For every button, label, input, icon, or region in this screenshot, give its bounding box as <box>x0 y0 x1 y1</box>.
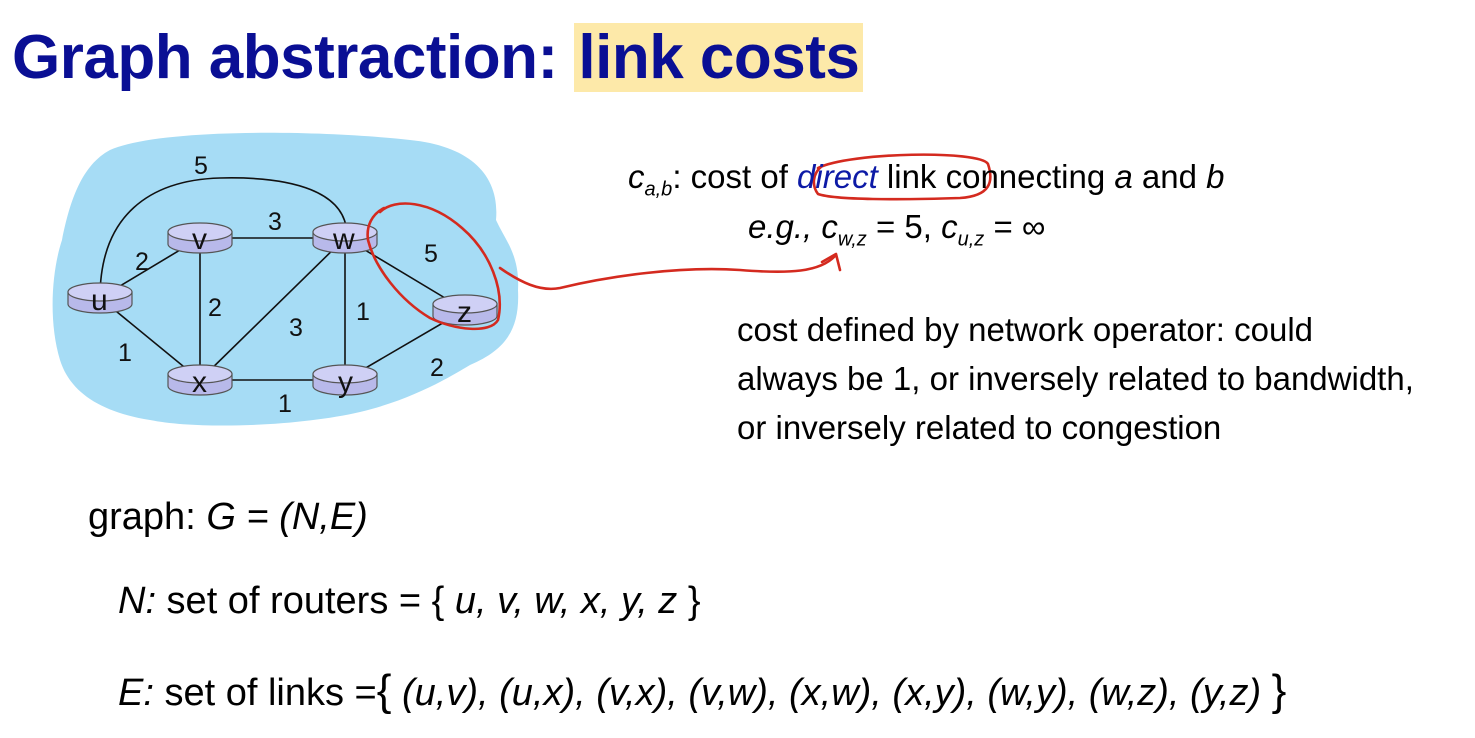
cost-w-z: 5 <box>424 240 438 268</box>
ink-circle-direct <box>812 153 992 201</box>
links-set: (u,v), (u,x), (v,x), (v,w), (x,w), (x,y)… <box>391 672 1272 714</box>
graph-formula: G = (N,E) <box>206 496 368 538</box>
router-node-z: z <box>432 294 498 329</box>
graph-prefix: graph: <box>88 496 207 538</box>
links-brace-open: { <box>376 666 392 715</box>
routers-set-definition: N: set of routers = { u, v, w, x, y, z } <box>118 580 701 623</box>
cost-example: e.g., cw,z = 5, cu,z = ∞ <box>748 208 1045 252</box>
link-cost-definition: ca,b: cost of direct link connecting a a… <box>628 158 1225 202</box>
router-label-u: u <box>91 284 108 317</box>
cost-u-w: 5 <box>194 152 208 180</box>
ink-annotations <box>366 153 992 331</box>
links-brace-close: } <box>1271 666 1287 715</box>
router-label-x: x <box>192 366 207 399</box>
title-highlight: link costs <box>574 23 864 92</box>
cost-v-w: 3 <box>268 208 282 236</box>
ink-arrow-head <box>820 252 842 272</box>
router-node-y: y <box>312 364 378 399</box>
def-direct: direct <box>797 158 878 195</box>
operator-note: cost defined by network operator: could … <box>737 311 1414 446</box>
cost-x-y: 1 <box>278 390 292 418</box>
edge-u-w <box>99 177 347 299</box>
routers-text: set of routers = { <box>156 580 455 622</box>
example-eg: e.g., <box>748 208 822 245</box>
links-text: set of links = <box>153 672 377 714</box>
cost-symbol: c <box>628 158 645 195</box>
links-label: E: <box>118 672 154 714</box>
router-node-w: w <box>312 222 378 256</box>
router-node-u: u <box>67 282 133 317</box>
example-sub1: w,z <box>837 228 867 251</box>
edge-costs: 5 2 3 2 1 3 1 5 1 2 <box>118 152 444 418</box>
graph-definition: graph: G = (N,E) <box>88 496 368 539</box>
cost-x-w: 3 <box>289 314 303 342</box>
routers-set: u, v, w, x, y, z <box>454 580 678 622</box>
cost-u-x: 1 <box>118 339 132 367</box>
example-c2: c <box>941 208 958 245</box>
def-text-cost-of: cost of <box>681 158 798 195</box>
router-label-z: z <box>457 296 472 329</box>
router-node-v: v <box>167 222 233 256</box>
cost-v-x: 2 <box>208 294 222 322</box>
links-set-definition: E: set of links ={ (u,v), (u,x), (v,x), … <box>118 666 1286 716</box>
def-and: and <box>1132 158 1207 195</box>
def-b: b <box>1206 158 1225 195</box>
example-val1: = 5, <box>866 208 942 245</box>
routers-close: } <box>677 580 701 622</box>
cost-subscript: a,b <box>644 178 673 201</box>
ink-arrow-to-example <box>498 254 837 291</box>
example-c1: c <box>821 208 838 245</box>
router-label-y: y <box>338 366 353 399</box>
def-text-connecting: connecting <box>936 158 1115 195</box>
cost-y-z: 2 <box>430 354 444 382</box>
cost-w-y: 1 <box>356 298 370 326</box>
page-title: Graph abstraction: link costs <box>12 22 864 93</box>
router-label-w: w <box>332 223 355 256</box>
routers-label: N: <box>118 580 156 622</box>
def-colon: : <box>672 158 682 195</box>
edge-x-w <box>199 237 346 381</box>
example-val2: = ∞ <box>984 208 1046 245</box>
network-cloud <box>52 132 519 426</box>
router-label-v: v <box>192 223 207 256</box>
ink-circle-wz-link <box>366 202 501 331</box>
def-text-link: link <box>877 158 937 195</box>
example-sub2: u,z <box>957 228 985 251</box>
def-a: a <box>1114 158 1133 195</box>
cost-u-v: 2 <box>135 248 149 276</box>
router-node-x: x <box>167 364 233 399</box>
title-prefix: Graph abstraction: <box>12 23 575 92</box>
